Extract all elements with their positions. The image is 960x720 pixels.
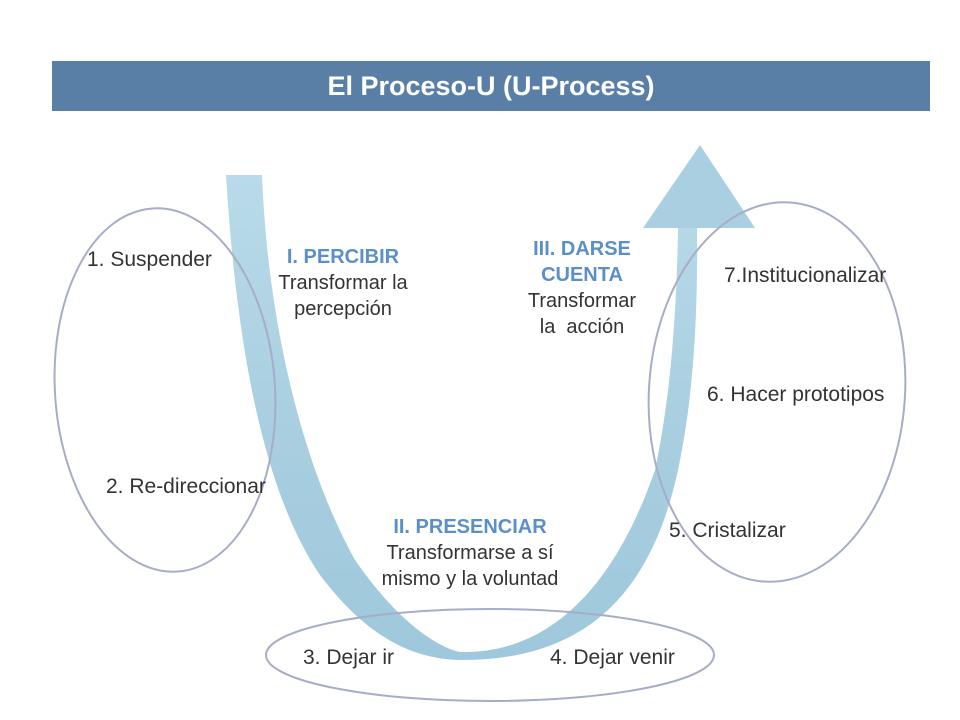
title-bar: El Proceso-U (U-Process) bbox=[52, 61, 930, 111]
ellipse-left-group bbox=[53, 207, 277, 573]
phase-darse-cuenta-line-2: la acción bbox=[539, 316, 625, 338]
phase-presenciar: II. PRESENCIAR Transformarse a sí mismo … bbox=[370, 514, 570, 592]
phase-presenciar-line-1: Transformarse a sí bbox=[386, 542, 554, 564]
step-hacer-prototipos: 6. Hacer prototipos bbox=[707, 383, 885, 406]
ellipse-right-group bbox=[647, 201, 907, 583]
u-arrow-body bbox=[226, 175, 698, 660]
step-cristalizar: 5. Cristalizar bbox=[669, 519, 786, 542]
phase-presenciar-line-2: mismo y la voluntad bbox=[381, 568, 559, 590]
step-re-direccionar: 2. Re-direccionar bbox=[106, 475, 266, 498]
phase-percibir: I. PERCIBIR Transformar la percepción bbox=[268, 244, 418, 322]
u-arrow-head bbox=[643, 145, 755, 228]
step-institucionalizar: 7.Institucionalizar bbox=[724, 264, 887, 287]
phase-darse-cuenta-heading-2: CUENTA bbox=[541, 264, 623, 286]
phase-darse-cuenta-heading-1: III. DARSE bbox=[533, 238, 631, 260]
phase-percibir-line-1: Transformar la bbox=[278, 272, 408, 294]
step-dejar-venir: 4. Dejar venir bbox=[550, 646, 675, 669]
ellipse-bottom-group bbox=[265, 608, 715, 702]
phase-darse-cuenta-line-1: Transformar bbox=[527, 290, 637, 312]
phase-percibir-line-2: percepción bbox=[294, 298, 392, 320]
diagram-title: El Proceso-U (U-Process) bbox=[327, 70, 655, 101]
step-dejar-ir: 3. Dejar ir bbox=[303, 646, 395, 669]
phase-darse-cuenta: III. DARSE CUENTA Transformar la acción bbox=[522, 236, 642, 340]
phase-presenciar-heading: II. PRESENCIAR bbox=[393, 516, 547, 538]
phase-percibir-heading: I. PERCIBIR bbox=[286, 246, 400, 268]
step-suspender: 1. Suspender bbox=[87, 248, 212, 271]
